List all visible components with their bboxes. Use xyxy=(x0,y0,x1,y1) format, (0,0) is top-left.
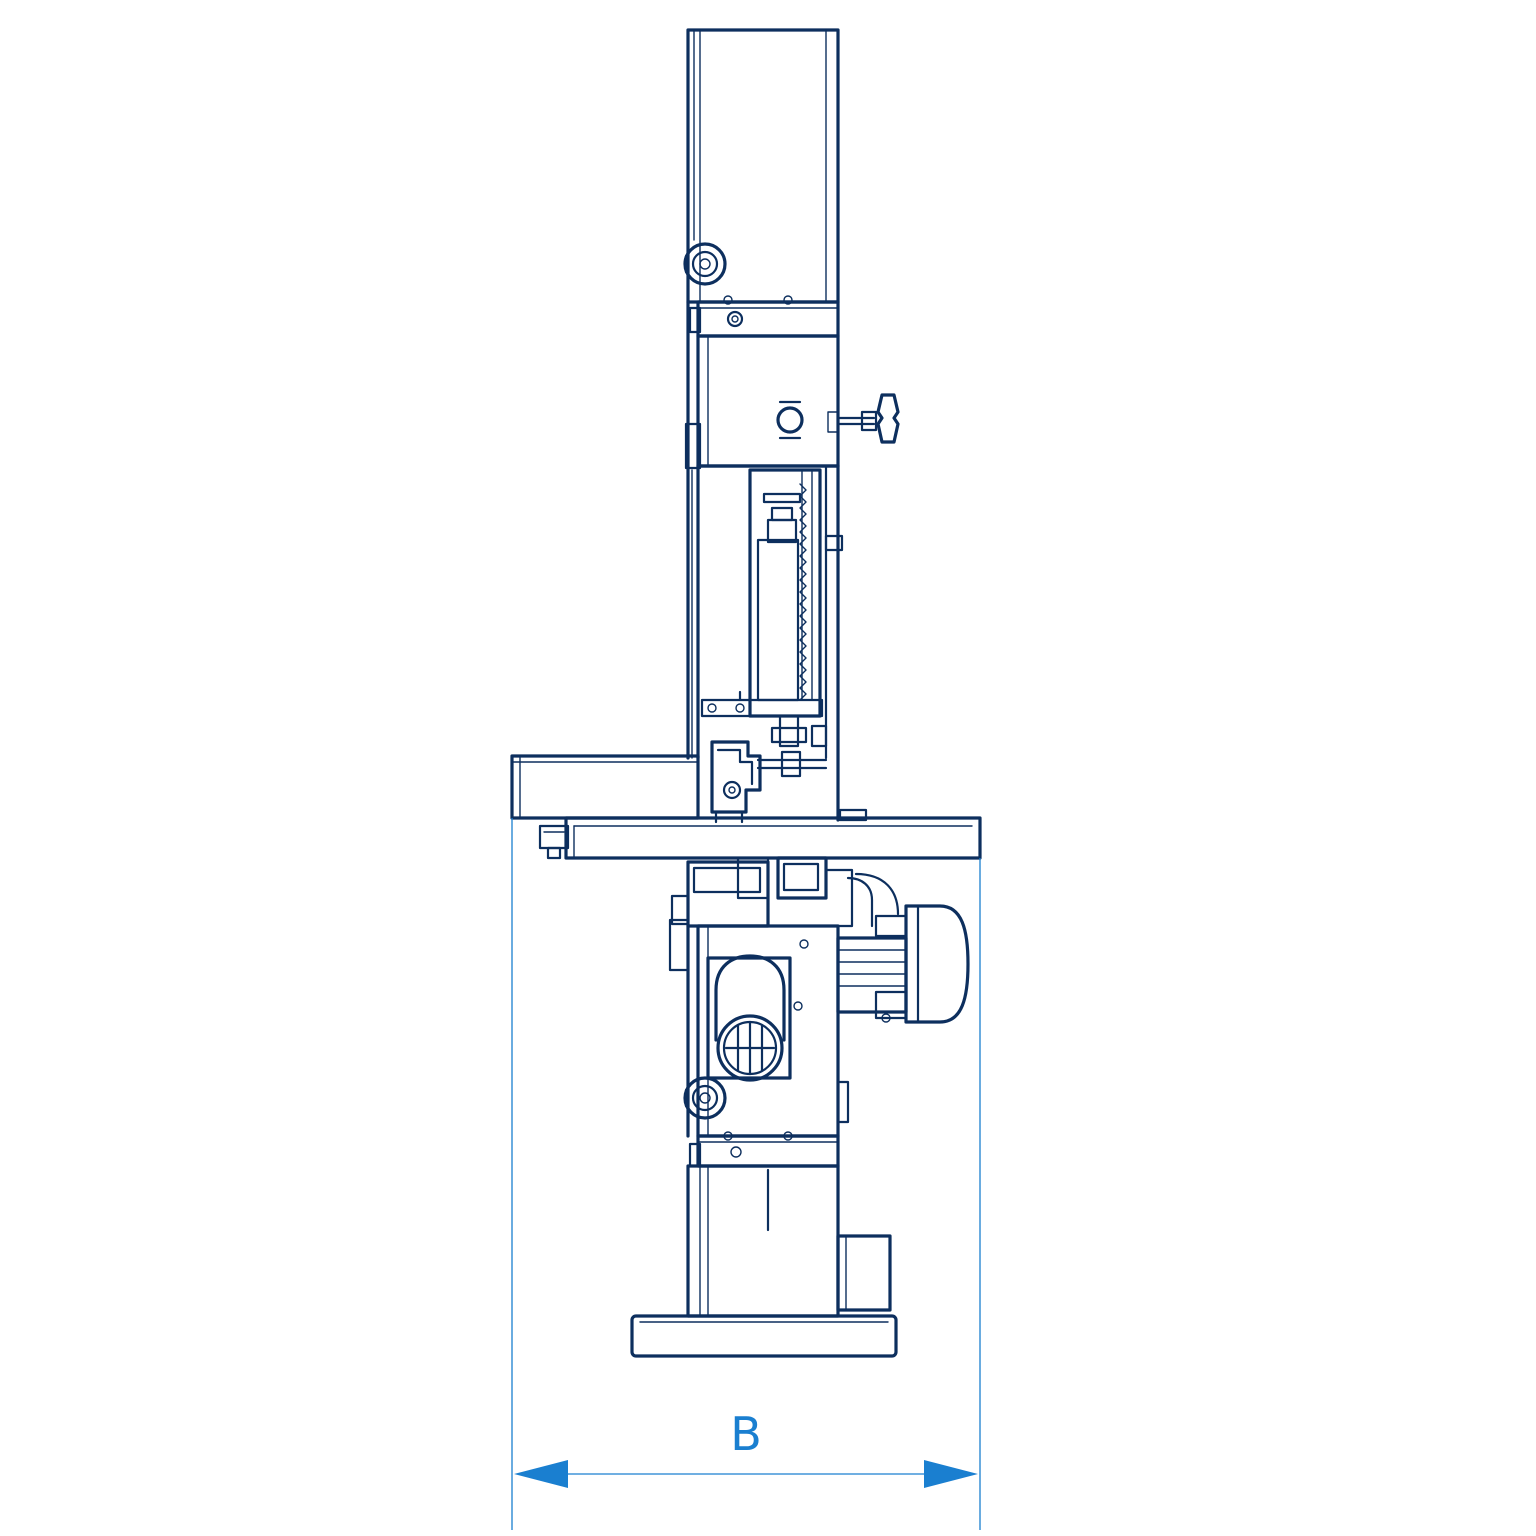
upper-column xyxy=(686,28,840,304)
dimension-arrow-right-icon xyxy=(924,1460,978,1488)
blade-guard-assembly xyxy=(748,468,844,718)
foot-plate xyxy=(630,1314,898,1358)
motor xyxy=(836,904,970,1024)
guide-lock-handle-icon xyxy=(836,393,900,444)
trunnion-bracket xyxy=(710,740,762,824)
dimension-arrow-left-icon xyxy=(514,1460,568,1488)
bandsaw-machine xyxy=(510,28,982,1358)
table-fence-arm xyxy=(510,754,700,820)
saw-blade xyxy=(799,483,807,701)
column-spine xyxy=(686,300,840,822)
under-table-mechanism xyxy=(670,856,900,928)
upper-tension-knob-icon xyxy=(683,242,727,286)
base-column xyxy=(686,1164,892,1318)
lower-cabinet xyxy=(668,918,850,1138)
lower-blade-guide xyxy=(700,690,828,778)
dimension-b: B xyxy=(511,818,981,1530)
lower-guide-plate xyxy=(688,1131,840,1168)
dust-port xyxy=(706,954,792,1082)
dimension-label: B xyxy=(730,1407,762,1461)
work-table xyxy=(538,808,982,860)
upper-guide-plate xyxy=(688,295,840,338)
lower-tension-knob-icon xyxy=(683,1076,727,1120)
upper-body xyxy=(684,334,840,470)
